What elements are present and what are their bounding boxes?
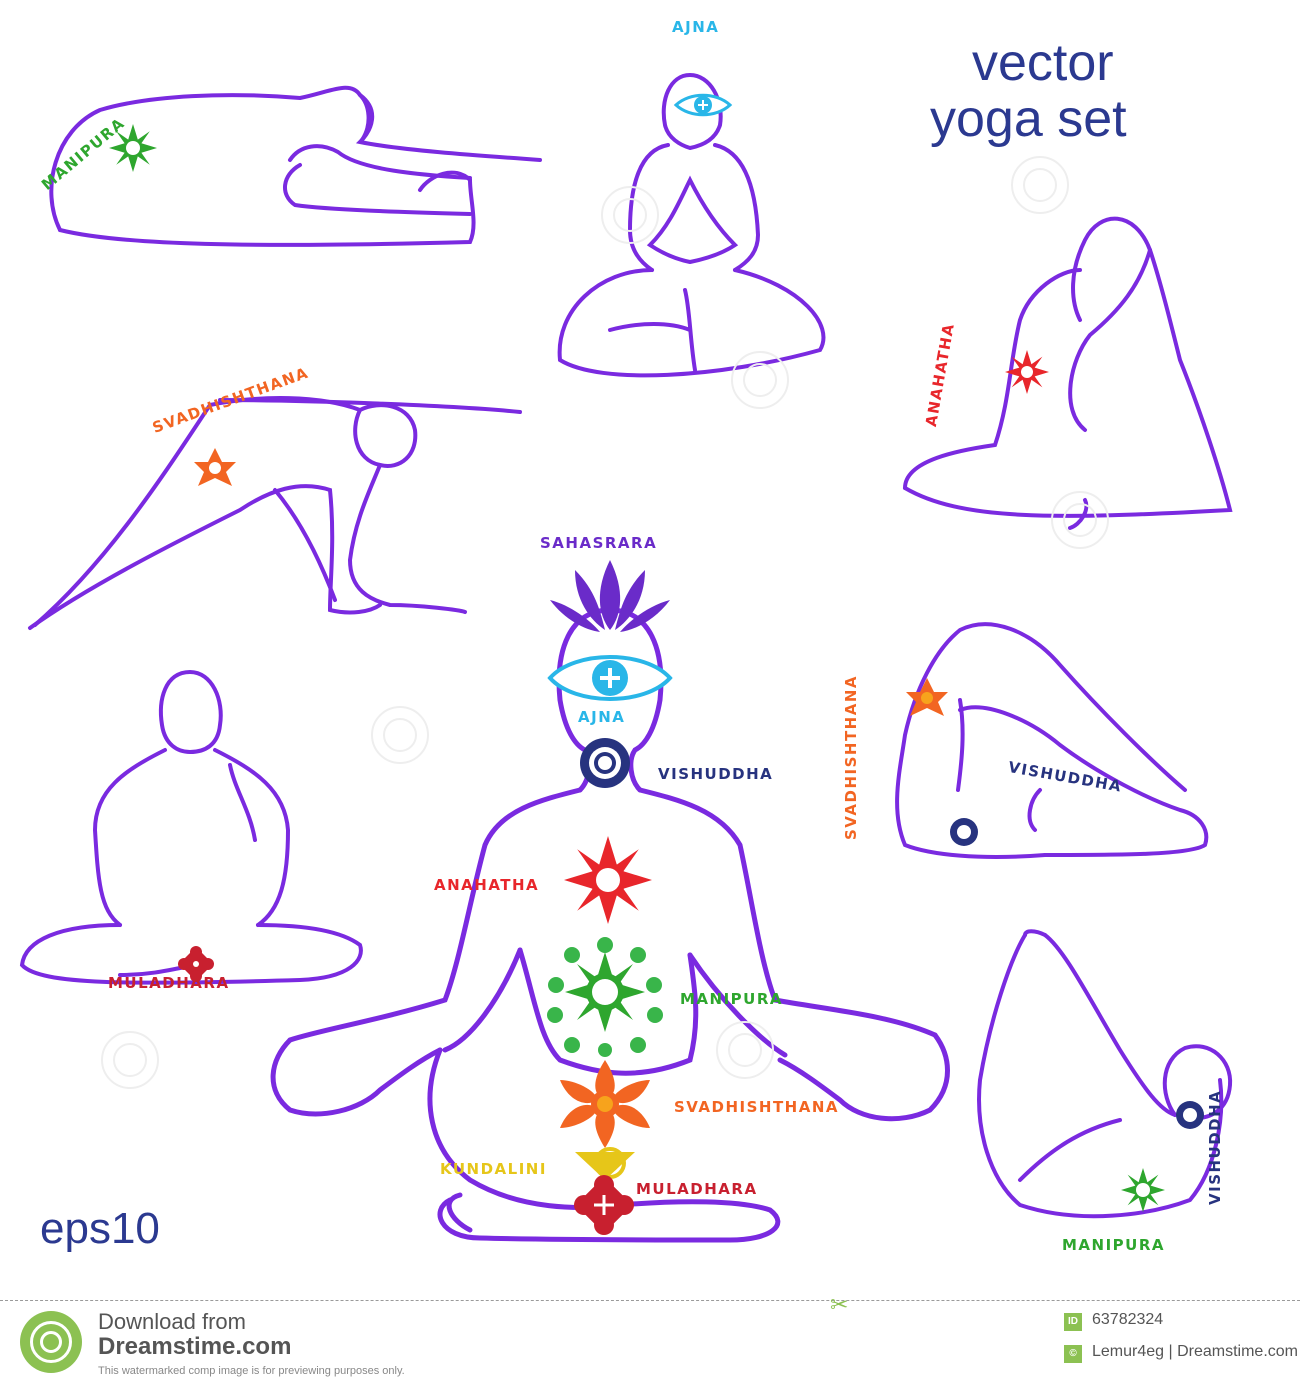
yoga-poses-drawing (19, 72, 1233, 1243)
label-svadhishthana-center: SVADHISHTHANA (674, 1098, 840, 1116)
sahasrara-icon (550, 560, 670, 632)
format-label: eps10 (40, 1204, 160, 1253)
anahatha-icon-center (564, 836, 652, 924)
title-line-vector: vector (972, 34, 1114, 92)
author-credit: Lemur4eg | Dreamstime.com (1092, 1343, 1298, 1360)
dreamstime-link[interactable]: Dreamstime.com (98, 1333, 292, 1360)
manipura-icon-top (109, 124, 157, 172)
vishuddha-icon-right (950, 818, 978, 846)
pose-pigeon (903, 216, 1233, 530)
copyright-badge: © (1064, 1345, 1082, 1363)
muladhara-icon-left (178, 946, 214, 982)
label-muladhara-center: MULADHARA (636, 1180, 758, 1198)
label-vishuddha-center: VISHUDDHA (658, 765, 774, 783)
label-manipura-center: MANIPURA (680, 990, 784, 1008)
download-from-text: Download from (98, 1309, 246, 1334)
title-line-yoga-set: yoga set (930, 90, 1127, 148)
svadhishthana-icon-right (906, 678, 948, 716)
label-ajna-center: AJNA (578, 708, 626, 726)
muladhara-icon-center (574, 1175, 634, 1235)
scissors-icon: ✂ (830, 1293, 849, 1318)
yoga-illustration: vector yoga set eps10 MANIPURA AJNA SVAD… (19, 18, 1233, 1254)
label-muladhara-left: MULADHARA (108, 974, 230, 992)
label-kundalini: KUNDALINI (440, 1160, 547, 1178)
ajna-icon-top (673, 93, 733, 117)
svadhishthana-icon-center (560, 1060, 650, 1148)
label-manipura-bottom: MANIPURA (1062, 1236, 1166, 1254)
pose-main-meditation (270, 607, 950, 1243)
manipura-icon-bottom (1121, 1168, 1165, 1212)
pose-namaste-lotus (557, 72, 826, 378)
watermark-spirals (101, 156, 1109, 1089)
pose-boat (977, 929, 1233, 1219)
vishuddha-icon-center (580, 738, 630, 788)
label-vishuddha-bottom: VISHUDDHA (1206, 1089, 1224, 1205)
image-id: 63782324 (1092, 1311, 1164, 1328)
label-svadhishthana-right: SVADHISHTHANA (842, 674, 860, 840)
svadhishthana-icon-left (194, 448, 236, 486)
watermark-footer: ✂ Download from Dreamstime.com This wate… (0, 1293, 1300, 1391)
label-sahasrara: SAHASRARA (540, 534, 658, 552)
pose-plough (895, 622, 1209, 859)
id-badge: ID (1064, 1313, 1082, 1331)
label-anahatha-center: ANAHATHA (434, 876, 540, 894)
pose-seated-back (19, 669, 363, 985)
anahatha-icon-right (1005, 350, 1049, 394)
pose-triangle (28, 396, 522, 630)
watermark-disclaimer: This watermarked comp image is for previ… (98, 1365, 405, 1377)
pose-forward-bend (49, 85, 542, 247)
label-ajna-top: AJNA (672, 18, 720, 36)
ajna-icon-center (547, 655, 673, 701)
manipura-icon-center (547, 937, 663, 1057)
dreamstime-logo-icon (20, 1311, 82, 1373)
vishuddha-icon-bottom (1176, 1101, 1204, 1129)
